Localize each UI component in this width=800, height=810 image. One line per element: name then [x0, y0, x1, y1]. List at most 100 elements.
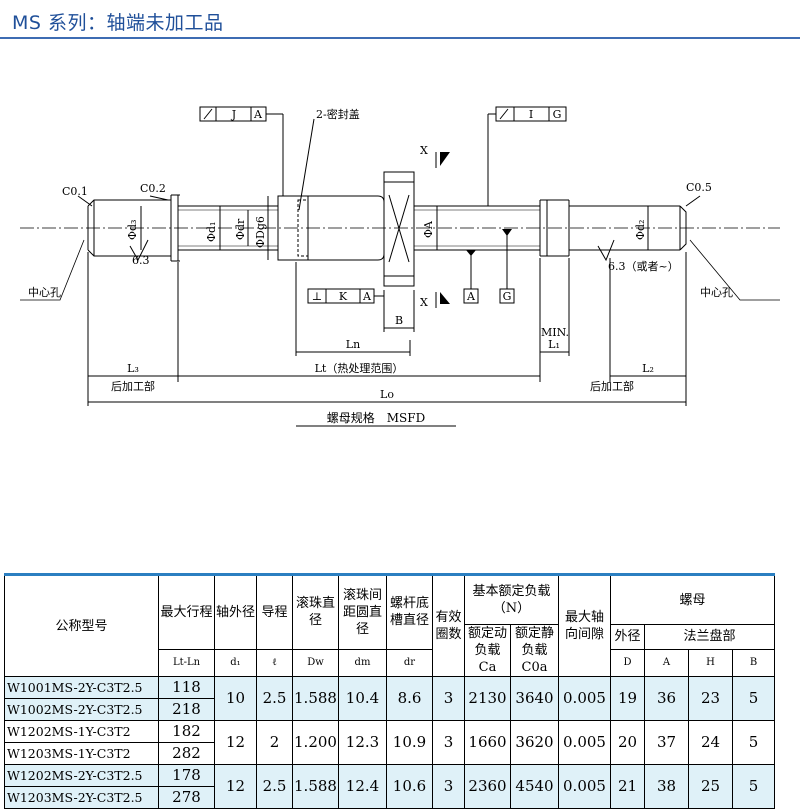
col-nut-od: 外径	[610, 624, 645, 650]
flange-h-cell: 24	[688, 720, 733, 765]
dim-l1: L₁	[548, 338, 560, 351]
col-load: 基本额定负载 （N）	[464, 573, 559, 625]
col-model: 公称型号	[4, 573, 159, 677]
col-sta-load: 额定静负载 C0a	[510, 624, 559, 677]
roughness-right: 6.3（或者~）	[608, 260, 679, 273]
dim-lt: Lt（热处理范围）	[315, 361, 404, 375]
flange-b-cell: 5	[732, 720, 775, 765]
dr-cell: 10.9	[386, 720, 433, 765]
dm-cell: 12.3	[338, 720, 387, 765]
stroke-cell: 182	[158, 720, 215, 743]
stroke-cell: 282	[158, 742, 215, 765]
stroke-cell: 278	[158, 786, 215, 809]
turns-cell: 3	[432, 764, 465, 809]
tol-k-symbol: ⊥	[312, 290, 322, 303]
section-mark-bottom: X	[420, 296, 428, 309]
model-cell: W1203MS-2Y-C3T2.5	[4, 786, 159, 809]
sym-dw: Dw	[292, 648, 339, 678]
col-root-dia: 螺杆底槽直径	[386, 573, 433, 650]
dia-d1: Φd₁	[205, 222, 218, 242]
sym-flange-a: A	[644, 648, 689, 678]
tol-j-letter: J	[231, 108, 236, 121]
tol-i-datum: G	[553, 108, 562, 121]
dm-cell: 12.4	[338, 764, 387, 809]
col-flange: 法兰盘部	[644, 624, 775, 650]
c0a-cell: 3640	[510, 676, 559, 721]
dia-dg6: ΦDg6	[254, 216, 267, 248]
flange-b-cell: 5	[732, 676, 775, 721]
nut-od-cell: 19	[610, 676, 645, 721]
c0a-cell: 4540	[510, 764, 559, 809]
flange-b-cell: 5	[732, 764, 775, 809]
spec-table: 公称型号 最大行程 轴外径 导程 滚珠直径 滚珠间距圆直径 螺杆底槽直径 有效圈…	[4, 573, 775, 809]
tol-k-letter: K	[339, 290, 348, 303]
stroke-cell: 178	[158, 764, 215, 787]
center-hole-left: 中心孔	[28, 286, 61, 299]
dia-a: ΦA	[422, 220, 435, 238]
page-title: MS 系列：轴端未加工品	[12, 12, 224, 34]
sym-d1: d₁	[214, 648, 257, 678]
flange-a-cell: 37	[644, 720, 689, 765]
dia-dr: Φdr	[234, 218, 247, 240]
dim-min: MIN.	[541, 326, 569, 339]
lead-cell: 2	[256, 720, 293, 765]
lead-cell: 2.5	[256, 676, 293, 721]
col-load-label: 基本额定负载	[472, 584, 551, 599]
dia-d3: Φd₃	[126, 220, 139, 240]
dm-cell: 10.4	[338, 676, 387, 721]
title-underline	[0, 37, 800, 39]
turns-cell: 3	[432, 676, 465, 721]
title-bar: MS 系列：轴端未加工品	[0, 0, 800, 40]
flange-h-cell: 23	[688, 676, 733, 721]
clearance-cell: 0.005	[558, 720, 611, 765]
stroke-cell: 218	[158, 698, 215, 721]
c0a-cell: 3620	[510, 720, 559, 765]
model-cell: W1202MS-1Y-C3T2	[4, 720, 159, 743]
lead-cell: 2.5	[256, 764, 293, 809]
col-shaft-od: 轴外径	[214, 573, 257, 650]
flange-a-cell: 38	[644, 764, 689, 809]
flange-a-cell: 36	[644, 676, 689, 721]
col-load-unit: （N）	[492, 601, 531, 616]
section-mark-top: X	[420, 144, 428, 157]
dr-cell: 10.6	[386, 764, 433, 809]
col-clearance: 最大轴向间隙	[558, 573, 611, 677]
dia-d2: Φd₂	[634, 220, 647, 240]
col-dyn-load: 额定动负载 Ca	[464, 624, 511, 677]
tol-j-datum: A	[253, 108, 263, 121]
sym-nut-d: D	[610, 648, 645, 678]
nut-od-cell: 21	[610, 764, 645, 809]
stroke-cell: 118	[158, 676, 215, 699]
tol-i-letter: I	[529, 108, 533, 121]
seal-label: 2-密封盖	[316, 107, 360, 121]
clearance-cell: 0.005	[558, 764, 611, 809]
ca-cell: 1660	[464, 720, 511, 765]
sym-stroke: Lt-Ln	[158, 648, 215, 678]
turns-cell: 3	[432, 720, 465, 765]
dim-lo: Lo	[380, 388, 394, 401]
post-machining-right: 后加工部	[590, 379, 634, 393]
sym-dr: dr	[386, 648, 433, 678]
dim-l2: L₂	[642, 362, 654, 375]
model-cell: W1002MS-2Y-C3T2.5	[4, 698, 159, 721]
datum-g: G	[503, 290, 512, 303]
model-cell: W1202MS-2Y-C3T2.5	[4, 764, 159, 787]
dw-cell: 1.588	[292, 764, 339, 809]
flange-h-cell: 25	[688, 764, 733, 809]
ca-cell: 2130	[464, 676, 511, 721]
sym-flange-b: B	[732, 648, 775, 678]
roughness-left: 6.3	[132, 254, 150, 267]
col-nut: 螺母	[610, 573, 775, 625]
d1-cell: 12	[214, 720, 257, 765]
chamfer-right: C0.5	[686, 181, 712, 194]
nut-spec: 螺母规格 MSFD	[327, 410, 425, 425]
col-max-stroke: 最大行程	[158, 573, 215, 650]
clearance-cell: 0.005	[558, 676, 611, 721]
dim-b: B	[395, 314, 403, 327]
col-ball-pcd: 滚珠间距圆直径	[338, 573, 387, 650]
col-turns: 有效圈数	[432, 573, 465, 677]
post-machining-left: 后加工部	[111, 379, 155, 393]
d1-cell: 12	[214, 764, 257, 809]
sym-lead: ℓ	[256, 648, 293, 678]
model-cell: W1001MS-2Y-C3T2.5	[4, 676, 159, 699]
